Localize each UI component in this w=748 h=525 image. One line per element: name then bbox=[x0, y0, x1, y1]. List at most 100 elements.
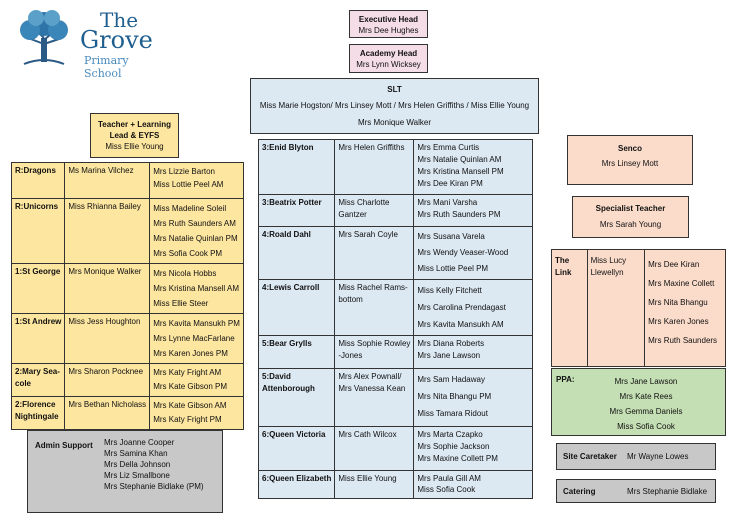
class-name-cell: 3:Enid Blyton bbox=[257, 139, 336, 195]
the-link-staff-name: Mrs Dee Kiran bbox=[648, 260, 700, 269]
teacher-cell: Miss Sophie Rowley-Jones bbox=[334, 335, 415, 369]
class-row: R:Dragons Ms Marina Vilchez Mrs Lizzie Bar… bbox=[10, 162, 244, 199]
slt-line-1: Miss Marie Hogston/ Mrs Linsey Mott / Mr… bbox=[259, 101, 530, 110]
teacher-cell: Mrs Helen Griffiths bbox=[334, 139, 415, 195]
teacher-name: bottom bbox=[338, 295, 363, 304]
support-staff-name: Mrs Maxine Collett PM bbox=[417, 454, 498, 463]
class-name: 6:Queen Elizabeth bbox=[262, 474, 332, 483]
class-name: 1:St George bbox=[15, 267, 61, 276]
teacher-name: Miss Jess Houghton bbox=[68, 317, 141, 326]
support-staff-name: Mrs Jane Lawson bbox=[417, 351, 481, 360]
support-staff-name: Mrs Ruth Saunders PM bbox=[417, 210, 501, 219]
class-name: R:Dragons bbox=[15, 166, 56, 175]
class-name: 6:Queen Victoria bbox=[262, 430, 326, 439]
teacher-cell: Ms Marina Vilchez bbox=[64, 162, 151, 199]
senco-title: Senco bbox=[617, 144, 642, 153]
support-staff-name: Mrs Nita Bhangu PM bbox=[417, 392, 492, 401]
support-staff-name: Mrs Natalie Quinlan AM bbox=[417, 155, 502, 164]
class-name-cell: 3:Beatrix Potter bbox=[257, 194, 336, 227]
support-staff-name: Miss Ellie Steer bbox=[153, 299, 209, 308]
the-link-table: The Link Miss Lucy Llewellyn Mrs Dee Kir… bbox=[551, 249, 726, 367]
support-staff-name: Miss Madeline Soleil bbox=[153, 204, 227, 213]
ppa-staff-name: Miss Sofia Cook bbox=[617, 422, 675, 431]
teacher-cell: Mrs Sharon Pocknee bbox=[64, 363, 151, 397]
catering-title: Catering bbox=[563, 487, 596, 496]
support-staff-name: Mrs Katy Fright PM bbox=[153, 415, 222, 424]
eyfs-lead-title-2: Lead & EYFS bbox=[109, 131, 160, 140]
teacher-name: Ms Marina Vilchez bbox=[68, 166, 134, 175]
teacher-name: Miss Ellie Young bbox=[338, 474, 397, 483]
class-name: Nightingale bbox=[15, 412, 59, 421]
academy-head-name: Mrs Lynn Wicksey bbox=[356, 60, 421, 69]
teacher-cell: Mrs Cath Wilcox bbox=[334, 426, 415, 471]
support-staff-name: Miss Tamara Ridout bbox=[417, 409, 488, 418]
class-name: 3:Enid Blyton bbox=[262, 143, 314, 152]
support-staff-name: Mrs Diana Roberts bbox=[417, 339, 485, 348]
class-name-cell: 5:Bear Grylls bbox=[257, 335, 336, 369]
teacher-cell: Mrs Monique Walker bbox=[64, 263, 151, 314]
the-link-teacher-1: Miss Lucy bbox=[590, 256, 627, 265]
admin-staff-name: Mrs Liz Smallbone bbox=[104, 471, 170, 480]
site-caretaker-name: Mr Wayne Lowes bbox=[627, 452, 689, 461]
class-name-cell: 6:Queen Victoria bbox=[257, 426, 336, 471]
teacher-name: Mrs Vanessa Kean bbox=[338, 384, 406, 393]
teacher-cell: Mrs Bethan Nicholass bbox=[64, 396, 151, 430]
support-staff-name: Miss Lottie Peel AM bbox=[153, 180, 224, 189]
support-staff-name: Mrs Kate Gibson PM bbox=[153, 382, 227, 391]
the-link-title-cell: The Link bbox=[551, 249, 588, 367]
support-staff-name: Mrs Mani Varsha bbox=[417, 198, 478, 207]
support-staff-name: Mrs Kristina Mansell PM bbox=[417, 167, 504, 176]
admin-staff-name: Mrs Stephanie Bidlake (PM) bbox=[104, 482, 204, 491]
senco-name: Mrs Linsey Mott bbox=[601, 159, 659, 168]
support-staff-name: Mrs Emma Curtis bbox=[417, 143, 480, 152]
executive-head-title: Executive Head bbox=[358, 15, 419, 24]
support-staff-name: Mrs Sophie Jackson bbox=[417, 442, 490, 451]
admin-staff-name: Mrs Della Johnson bbox=[104, 460, 171, 469]
catering-box: Catering Mrs Stephanie Bidlake bbox=[556, 479, 716, 503]
support-staff-name: Mrs Lizzie Barton bbox=[153, 167, 215, 176]
support-staff-name: Mrs Karen Jones PM bbox=[153, 349, 228, 358]
tree-icon bbox=[20, 10, 68, 65]
specialist-teacher-title: Specialist Teacher bbox=[595, 204, 666, 213]
support-staff-name: Mrs Wendy Veaser-Wood bbox=[417, 248, 509, 257]
the-link-staff-name: Mrs Nita Bhangu bbox=[648, 298, 708, 307]
teacher-name: Miss Rhianna Bailey bbox=[68, 202, 141, 211]
eyfs-lead-name: Miss Ellie Young bbox=[105, 142, 164, 151]
senco-box: Senco Mrs Linsey Mott bbox=[567, 135, 693, 185]
support-staff-name: Mrs Kavita Mansukh PM bbox=[153, 319, 240, 328]
academy-head-title: Academy Head bbox=[359, 49, 418, 58]
support-staff-name: Miss Kelly Fitchett bbox=[417, 286, 482, 295]
teacher-name: Mrs Bethan Nicholass bbox=[68, 400, 147, 409]
support-staff-name: Mrs Sofia Cook PM bbox=[153, 249, 223, 258]
ppa-staff-name: Mrs Kate Rees bbox=[619, 392, 673, 401]
class-name: 4:Roald Dahl bbox=[262, 230, 311, 239]
class-name: 4:Lewis Carroll bbox=[262, 283, 320, 292]
the-link-title-2: Link bbox=[555, 268, 572, 277]
ppa-staff-name: Mrs Gemma Daniels bbox=[609, 407, 683, 416]
catering-name: Mrs Stephanie Bidlake bbox=[627, 487, 708, 496]
school-name-grove: Grove bbox=[80, 26, 153, 54]
class-name-cell: 1:St Andrew bbox=[10, 313, 66, 364]
class-name: R:Unicorns bbox=[15, 202, 59, 211]
site-caretaker-title: Site Caretaker bbox=[563, 452, 617, 461]
class-name-cell: 2:Mary Sea-cole bbox=[10, 363, 66, 397]
admin-support-title: Admin Support bbox=[35, 441, 93, 450]
class-name: 5:David bbox=[262, 372, 291, 381]
the-link-staff-name: Mrs Maxine Collett bbox=[648, 279, 715, 288]
support-staff-name: Miss Sofia Cook bbox=[417, 485, 476, 494]
class-name-cell: 4:Lewis Carroll bbox=[257, 279, 336, 336]
